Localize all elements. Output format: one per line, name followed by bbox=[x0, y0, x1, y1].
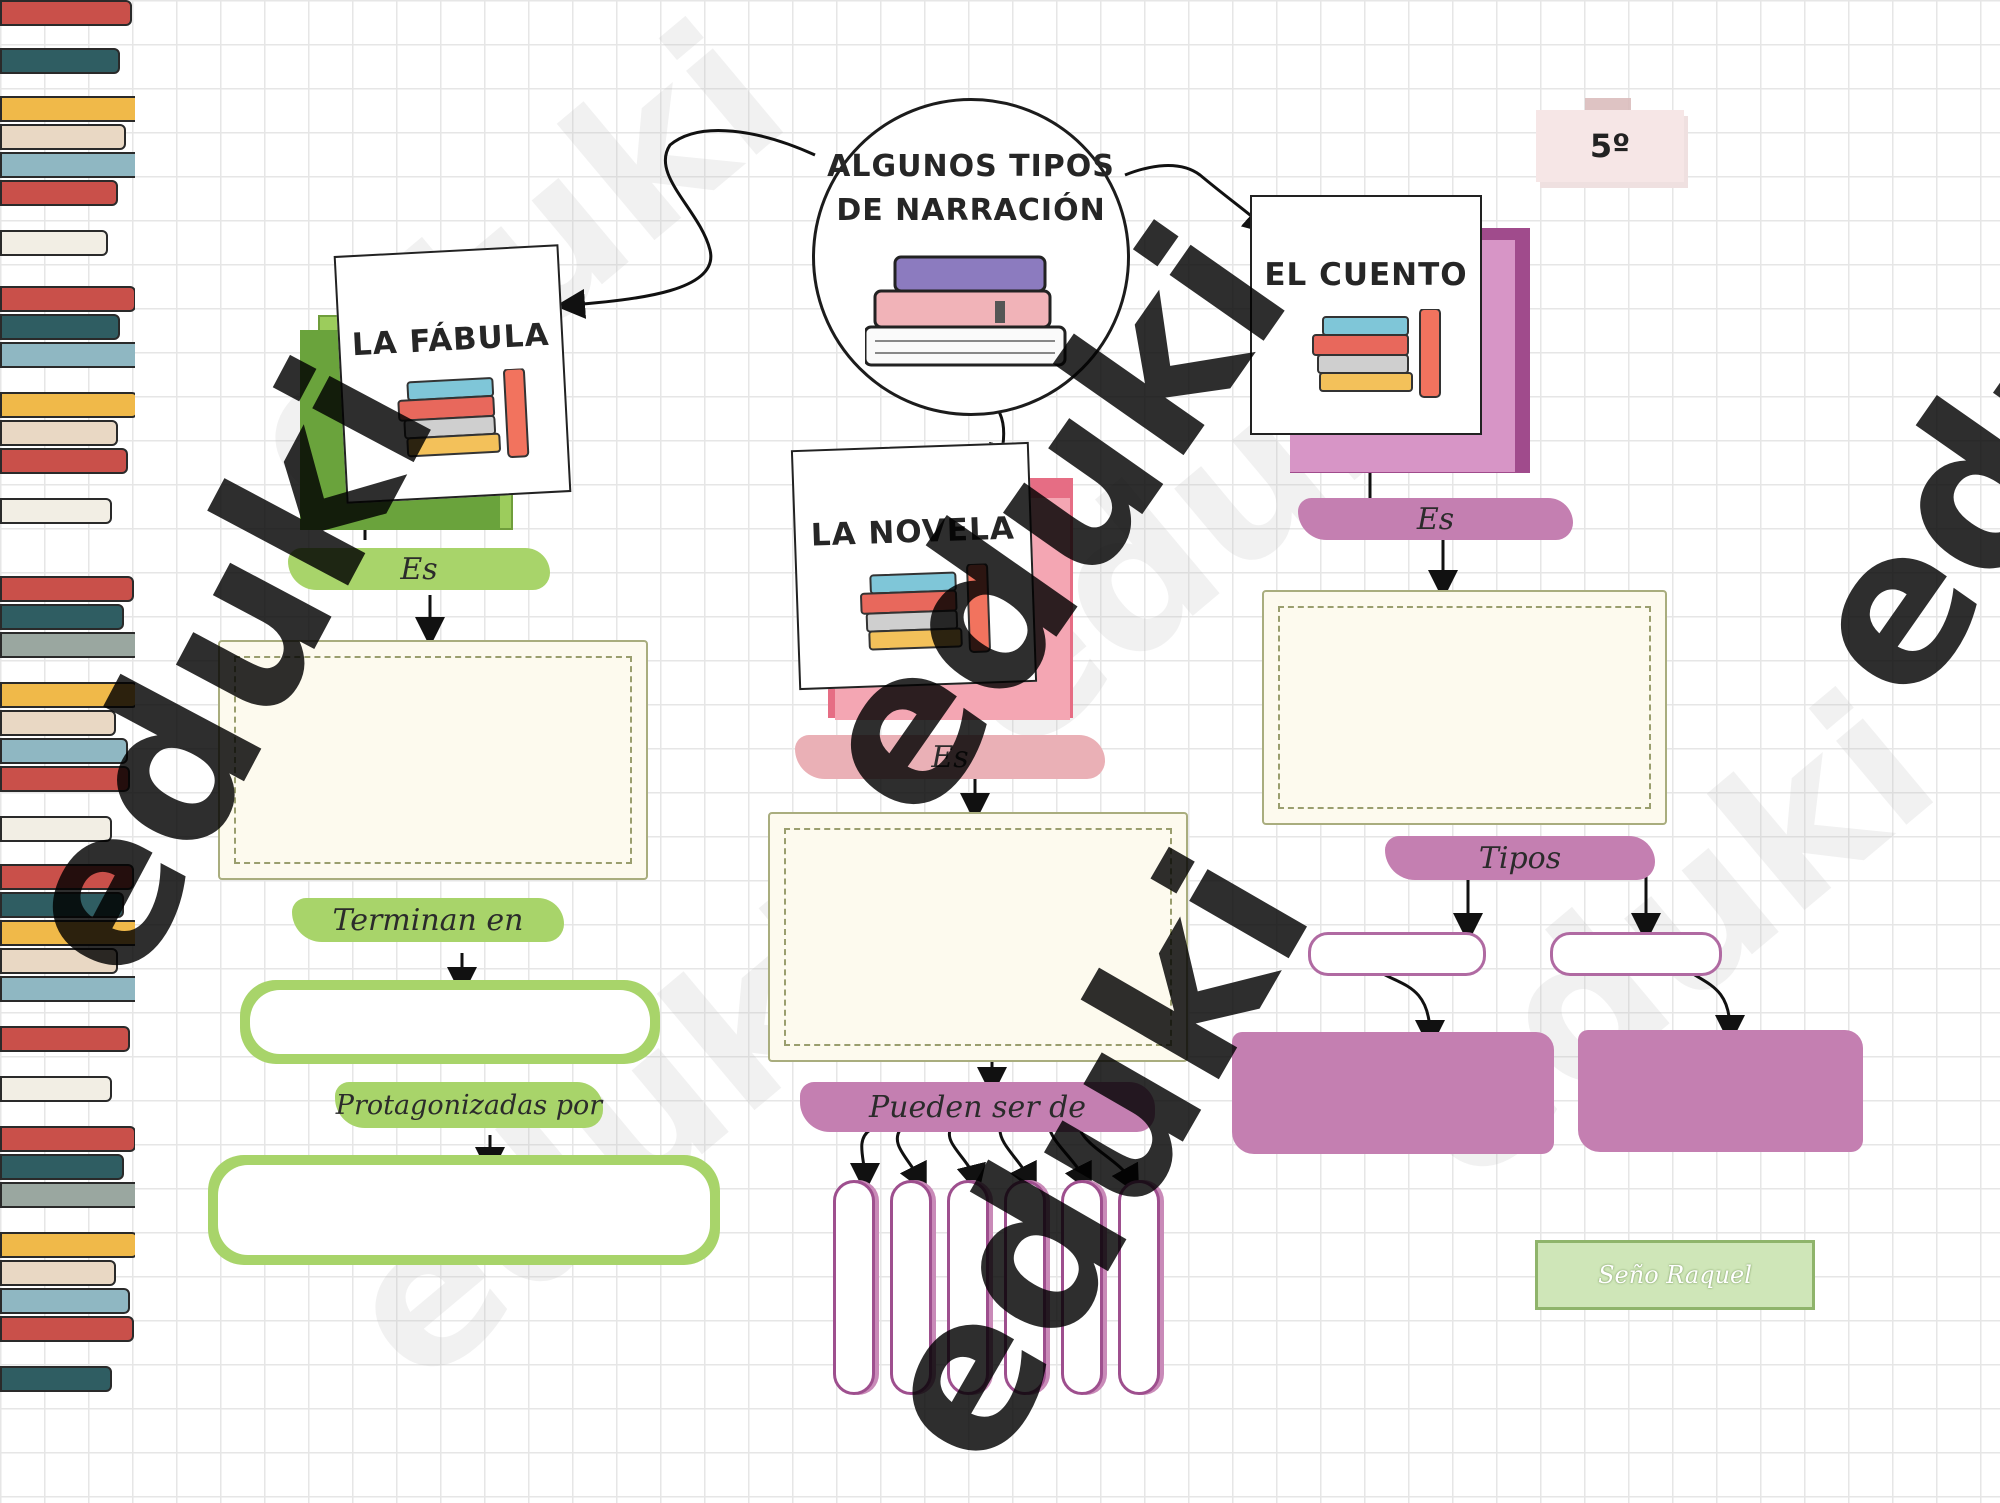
novela-es-text: Es bbox=[931, 739, 969, 775]
novela-type-slot-3[interactable] bbox=[947, 1180, 989, 1395]
book-spines-border bbox=[0, 0, 135, 1415]
fabula-protagonizadas-text: Protagonizadas por bbox=[335, 1089, 603, 1121]
cuento-title: EL CUENTO bbox=[1264, 257, 1468, 293]
books-icon bbox=[1312, 309, 1441, 398]
fabula-card: LA FÁBULA bbox=[333, 244, 572, 504]
fabula-terminan-box[interactable] bbox=[240, 980, 660, 1064]
books-stack-icon bbox=[865, 255, 1067, 367]
grade-label: 5º bbox=[1589, 127, 1631, 165]
novela-type-slot-6[interactable] bbox=[1118, 1180, 1160, 1395]
fabula-es-label: Es bbox=[288, 548, 550, 590]
cuento-type-box-2[interactable] bbox=[1550, 932, 1722, 976]
central-title-line2: DE NARRACIÓN bbox=[836, 193, 1106, 228]
novela-type-slot-2[interactable] bbox=[890, 1180, 932, 1395]
fabula-definition-box[interactable] bbox=[218, 640, 648, 880]
novela-type-slot-5[interactable] bbox=[1061, 1180, 1103, 1395]
cuento-type-detail-1[interactable] bbox=[1232, 1032, 1554, 1154]
central-topic-circle: ALGUNOS TIPOS DE NARRACIÓN bbox=[812, 98, 1130, 416]
cuento-card: EL CUENTO bbox=[1250, 195, 1482, 435]
novela-type-slot-4[interactable] bbox=[1004, 1180, 1046, 1395]
fabula-terminan-label: Terminan en bbox=[292, 898, 564, 942]
cuento-es-label: Es bbox=[1298, 498, 1573, 540]
novela-pueden-label: Pueden ser de bbox=[800, 1082, 1155, 1132]
cuento-es-text: Es bbox=[1416, 501, 1455, 537]
books-icon bbox=[397, 367, 530, 458]
cuento-tipos-text: Tipos bbox=[1478, 840, 1562, 876]
fabula-es-text: Es bbox=[400, 551, 438, 587]
novela-card: LA NOVELA bbox=[790, 441, 1038, 691]
signature-text: Seño Raquel bbox=[1598, 1261, 1752, 1289]
novela-es-label: Es bbox=[795, 735, 1105, 779]
central-title-line1: ALGUNOS TIPOS bbox=[827, 149, 1115, 184]
cuento-type-detail-2[interactable] bbox=[1578, 1030, 1863, 1152]
cuento-type-box-1[interactable] bbox=[1308, 932, 1486, 976]
novela-type-slot-1[interactable] bbox=[833, 1180, 875, 1395]
fabula-protagonizadas-box[interactable] bbox=[208, 1155, 720, 1265]
cuento-tipos-label: Tipos bbox=[1385, 836, 1655, 880]
novela-pueden-text: Pueden ser de bbox=[868, 1089, 1087, 1125]
fabula-terminan-text: Terminan en bbox=[332, 902, 524, 938]
cuento-definition-box[interactable] bbox=[1262, 590, 1667, 825]
grade-tag: 5º bbox=[1536, 110, 1684, 182]
books-icon bbox=[860, 563, 991, 653]
signature-badge: Seño Raquel bbox=[1535, 1240, 1815, 1310]
fabula-protagonizadas-label: Protagonizadas por bbox=[335, 1082, 603, 1128]
fabula-title: LA FÁBULA bbox=[351, 316, 551, 364]
novela-definition-box[interactable] bbox=[768, 812, 1188, 1062]
